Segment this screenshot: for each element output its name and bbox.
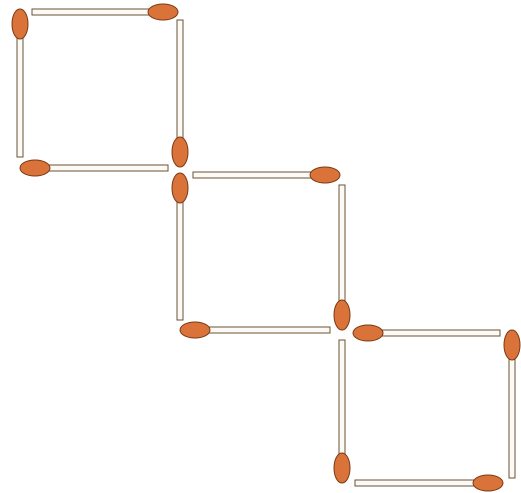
matchstick[interactable] [353, 325, 500, 341]
match-head [172, 173, 188, 203]
match-head [353, 325, 383, 341]
matchstick[interactable] [334, 340, 350, 483]
match-head [504, 330, 520, 360]
matchstick-body [35, 165, 168, 171]
match-head [180, 322, 210, 338]
match-head [310, 167, 340, 183]
matchstick[interactable] [355, 475, 503, 491]
match-head [20, 160, 50, 176]
matchstick-body [32, 9, 163, 15]
matchsticks-group [12, 4, 520, 491]
matchstick-body [339, 340, 345, 468]
match-head [148, 4, 178, 20]
match-head [334, 453, 350, 483]
match-head [172, 137, 188, 167]
matchstick[interactable] [12, 9, 28, 157]
matchstick-body [509, 345, 515, 478]
matchstick-body [368, 330, 500, 336]
match-head [334, 300, 350, 330]
matchstick-body [355, 480, 488, 486]
matchstick[interactable] [32, 4, 178, 20]
matchstick-body [195, 327, 330, 333]
matchstick[interactable] [172, 173, 188, 320]
matchstick[interactable] [180, 322, 330, 338]
matchstick[interactable] [334, 185, 350, 330]
matchstick[interactable] [172, 20, 188, 167]
matchstick[interactable] [504, 330, 520, 478]
match-head [473, 475, 503, 491]
matchstick-body [17, 24, 23, 157]
match-head [12, 9, 28, 39]
matchstick-body [177, 188, 183, 320]
matchstick[interactable] [20, 160, 168, 176]
matchstick-body [177, 20, 183, 152]
matchstick-body [339, 185, 345, 315]
matchstick-body [193, 172, 325, 178]
matchstick[interactable] [193, 167, 340, 183]
